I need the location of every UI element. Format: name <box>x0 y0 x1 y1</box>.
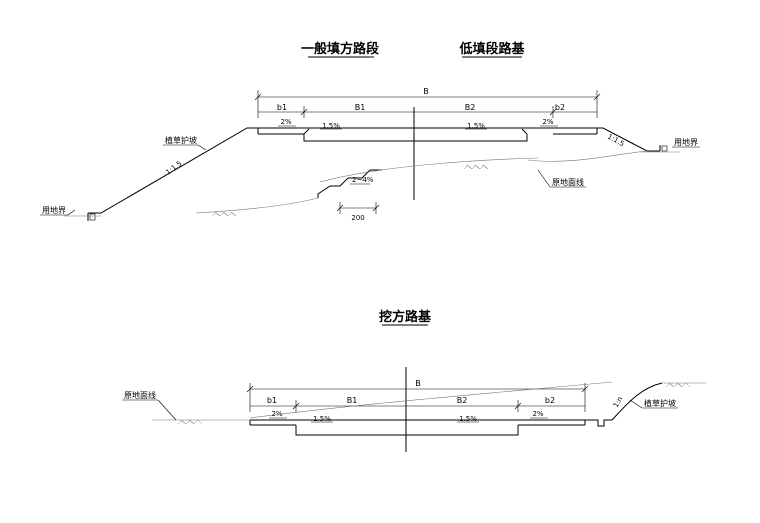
cut-ratio-label: 1:n <box>612 395 625 409</box>
fill-slope-right-lane: 1.5% <box>467 122 485 130</box>
cut-dim-total-label: B <box>415 379 421 388</box>
cut-dim-B2-label: B2 <box>457 396 468 405</box>
cut-slope-right-shoulder: 2% <box>532 410 543 418</box>
fill-left-boundary-label: 用地界 <box>42 205 66 215</box>
fill-dim-b1-label: b1 <box>277 103 287 112</box>
title-general-fill: 一般填方路段 <box>301 41 379 57</box>
fill-left-slope <box>64 127 258 221</box>
fill-dim-total: B <box>254 87 601 118</box>
fill-ground-label: 原地面线 <box>552 177 584 187</box>
title-low-fill: 低填段路基 <box>458 41 525 57</box>
cut-ground-line <box>152 381 706 427</box>
fill-step-dim: 200 <box>336 202 380 222</box>
cut-dim-sub: b1 B1 B2 b2 <box>250 396 585 412</box>
fill-dim-B1-label: B1 <box>355 103 366 112</box>
fill-pavement <box>257 127 598 142</box>
fill-left-ratio-label: 1:1.5 <box>164 159 183 176</box>
fill-left-grass-slope-label: 植草护坡 <box>165 135 197 145</box>
fill-section: B b1 B1 B2 b2 2% 1. <box>40 87 700 222</box>
cut-ground-hatch <box>177 382 691 425</box>
cut-slope-left-lane: 1.5% <box>313 415 331 423</box>
fill-right-slope <box>597 127 680 153</box>
cut-dim-total: B <box>246 379 589 412</box>
fill-dim-B2-label: B2 <box>465 103 476 112</box>
cut-ground-label: 原地面线 <box>124 390 156 400</box>
cut-slope-left-shoulder: 2% <box>271 410 282 418</box>
cut-dim-b2-label: b2 <box>545 396 555 405</box>
cut-pavement <box>249 419 586 436</box>
fill-ground-hatch <box>211 164 489 217</box>
title-cut: 挖方路基 <box>379 309 432 325</box>
fill-slope-right-shoulder: 2% <box>542 118 553 126</box>
cut-slope-right-lane: 1.5% <box>459 415 477 423</box>
fill-slope-left-lane: 1.5% <box>322 122 340 130</box>
cut-dim-B1-label: B1 <box>347 396 358 405</box>
fill-right-ratio-label: 1:1.5 <box>606 133 626 148</box>
fill-dim-b2-label: b2 <box>555 103 565 112</box>
fill-dim-sub: b1 B1 B2 b2 <box>258 103 597 118</box>
fill-slope-left-shoulder: 2% <box>280 118 291 126</box>
fill-dim-total-label: B <box>423 87 429 96</box>
cut-section: B b1 B1 B2 b2 2% 1.5% 1.5% 2% <box>122 367 706 452</box>
fill-right-boundary-label: 用地界 <box>674 137 698 147</box>
fill-step-slope-label: 2~4% <box>352 176 374 184</box>
cut-grass-slope-label: 植草护坡 <box>644 398 676 408</box>
cut-dim-b1-label: b1 <box>267 396 277 405</box>
fill-ground-line <box>195 150 648 214</box>
fill-step-width-label: 200 <box>351 214 364 222</box>
